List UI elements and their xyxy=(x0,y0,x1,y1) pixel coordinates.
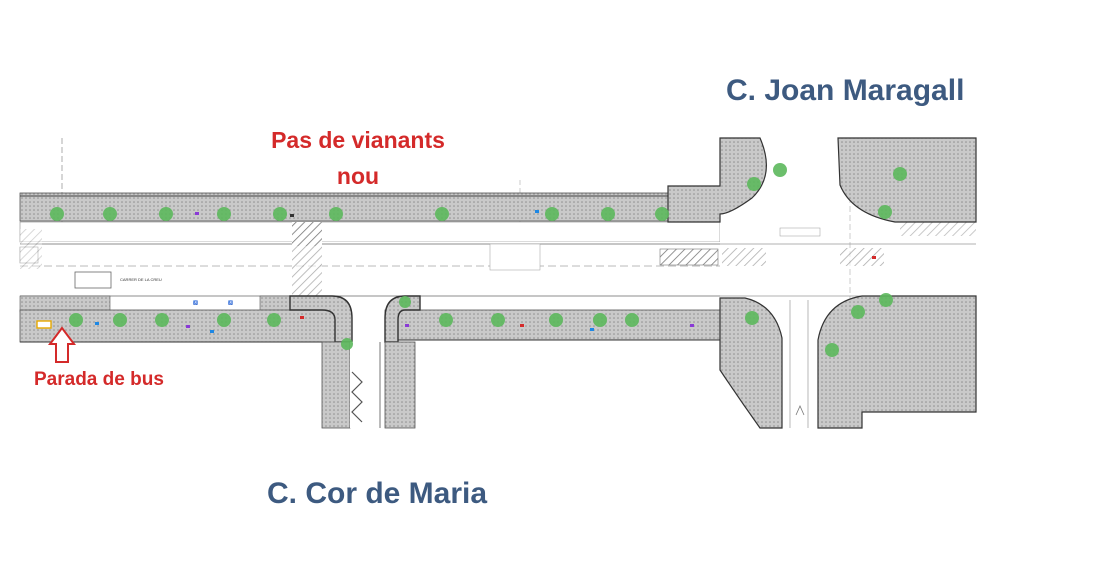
main-road: CARRER DE LA CREU xyxy=(19,229,720,298)
street-label-cor-de-maria: C. Cor de Maria xyxy=(267,477,488,510)
crossing-annotation-line1: Pas de vianants xyxy=(271,127,445,153)
street-label-joan-maragall: C. Joan Maragall xyxy=(726,74,965,107)
street-furniture xyxy=(36,210,876,333)
bus-stop-annotation: Parada de bus xyxy=(34,369,164,390)
joan-maragall-intersection xyxy=(667,137,977,429)
outlined-up-arrow-icon xyxy=(48,326,76,363)
wheelchair-icon: ♿ xyxy=(193,300,198,305)
north-sidewalk xyxy=(19,192,721,243)
trees-north xyxy=(50,163,907,221)
svg-text:CARRER DE LA CREU: CARRER DE LA CREU xyxy=(120,277,162,282)
crossing-annotation-line2: nou xyxy=(336,163,380,189)
wheelchair-icon: ♿ xyxy=(228,300,233,305)
trees-south xyxy=(69,293,893,357)
cor-de-maria-street xyxy=(321,341,416,429)
zebra-crossing xyxy=(292,222,322,296)
new-crossing-annotation: Pas de vianants nou xyxy=(258,122,458,194)
